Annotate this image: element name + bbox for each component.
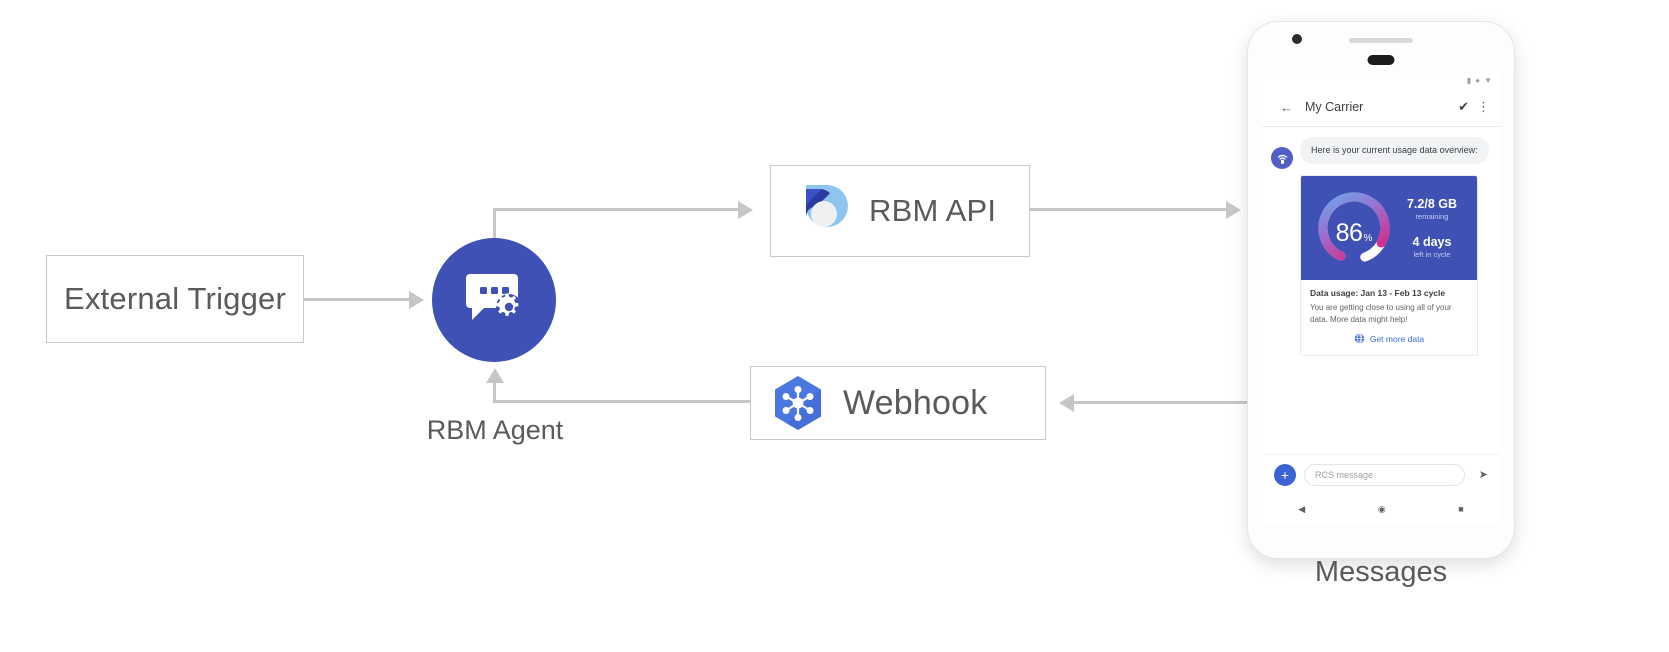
stat-days-left-label: left in cycle (1413, 249, 1451, 259)
stat-data-remaining-value: 7.2/8 GB (1406, 196, 1458, 211)
send-icon[interactable]: ➤ (1478, 469, 1488, 481)
arrowhead-trigger-to-agent (409, 291, 424, 309)
rbm-api-box[interactable]: RBM API (770, 165, 1030, 257)
arrowhead-phone-to-webhook (1059, 394, 1074, 412)
stat-data-remaining-label: remaining (1415, 211, 1449, 221)
back-triangle-icon[interactable]: ◀ (1298, 503, 1306, 514)
status-bar: ▮ ● ▼ (1262, 74, 1500, 88)
webhook-hexagon-icon (775, 376, 821, 430)
rich-card-hero: 86 % 7.2/8 GB remaining 4 days left in c… (1301, 176, 1477, 280)
message-bubble: Here is your current usage data overview… (1300, 137, 1489, 165)
connector-api-to-phone (1030, 208, 1226, 211)
recents-square-icon[interactable]: ■ (1458, 504, 1464, 514)
front-camera-icon (1292, 34, 1302, 44)
rbm-api-label: RBM API (869, 193, 997, 228)
plus-icon[interactable]: + (1274, 463, 1296, 486)
chat-gear-icon (466, 274, 522, 320)
carrier-signal-icon (1271, 147, 1293, 169)
home-circle-icon[interactable]: ◉ (1377, 503, 1386, 514)
hero-stats: 7.2/8 GB remaining 4 days left in cycle (1397, 197, 1467, 260)
wifi-dot-icon: ● (1475, 76, 1481, 85)
more-vert-icon[interactable]: ⋮ (1477, 99, 1490, 114)
external-trigger-label: External Trigger (63, 281, 287, 316)
app-bar: ← My Carrier ✔ ⋮ (1262, 88, 1500, 127)
top-speaker-grille (1349, 38, 1413, 43)
verified-shield-icon[interactable]: ✔ (1458, 99, 1469, 114)
rich-card-body: Data usage: Jan 13 - Feb 13 cycle You ar… (1301, 280, 1477, 355)
get-more-data-label: Get more data (1369, 333, 1425, 344)
rbm-agent-node[interactable] (432, 238, 556, 362)
app-bar-title: My Carrier (1305, 100, 1364, 114)
message-composer: + RCS message ➤ (1262, 454, 1500, 494)
arrowhead-agent-to-api (738, 201, 753, 219)
usage-gauge: 86 % (1311, 185, 1397, 271)
rich-card-description: You are getting close to using all of yo… (1310, 303, 1452, 324)
external-trigger-box[interactable]: External Trigger (46, 255, 304, 343)
connector-agent-to-api-h (493, 208, 738, 211)
signal-icon: ▮ (1466, 76, 1472, 85)
gauge-unit: % (1363, 233, 1373, 244)
carrier-signal-glyph (1277, 154, 1287, 164)
rich-card[interactable]: 86 % 7.2/8 GB remaining 4 days left in c… (1300, 175, 1478, 357)
arrowhead-webhook-to-agent (486, 368, 504, 383)
globe-icon (1354, 333, 1365, 344)
messages-caption: Messages (1314, 556, 1448, 588)
stat-days-left-value: 4 days (1412, 234, 1452, 249)
connector-trigger-to-agent (304, 298, 409, 301)
android-nav-bar: ◀ ◉ ■ (1262, 494, 1500, 524)
earpiece-icon (1367, 55, 1395, 65)
connector-webhook-to-agent-v (493, 383, 496, 403)
rcs-message-input[interactable]: RCS message (1304, 463, 1465, 486)
battery-icon: ▼ (1484, 76, 1492, 85)
phone-screen: ▮ ● ▼ ← My Carrier ✔ ⋮ Here is your c (1262, 74, 1500, 524)
phone-device: ▮ ● ▼ ← My Carrier ✔ ⋮ Here is your c (1248, 22, 1514, 558)
connector-agent-to-api-v (493, 208, 496, 248)
conversation-area: Here is your current usage data overview… (1262, 127, 1500, 457)
rich-card-title: Data usage: Jan 13 - Feb 13 cycle (1310, 288, 1446, 298)
get-more-data-button[interactable]: Get more data (1310, 325, 1468, 351)
rbm-api-droplet-icon (801, 185, 848, 227)
rcs-message-placeholder: RCS message (1315, 469, 1374, 480)
arrowhead-api-to-phone (1226, 201, 1241, 219)
connector-phone-to-webhook (1074, 401, 1252, 404)
gauge-ring-icon (1318, 192, 1390, 264)
gauge-center: 86 % (1311, 185, 1397, 271)
stat-spacer (1397, 222, 1467, 235)
arrow-back-icon[interactable]: ← (1280, 99, 1293, 115)
gauge-value: 86 (1335, 219, 1363, 247)
webhook-box[interactable]: Webhook (750, 366, 1046, 440)
agent-message-row: Here is your current usage data overview… (1271, 137, 1491, 169)
connector-webhook-to-agent-h (493, 400, 751, 403)
message-text: Here is your current usage data overview… (1311, 145, 1478, 155)
rbm-agent-label: RBM Agent (426, 415, 564, 445)
webhook-label: Webhook (843, 383, 988, 422)
